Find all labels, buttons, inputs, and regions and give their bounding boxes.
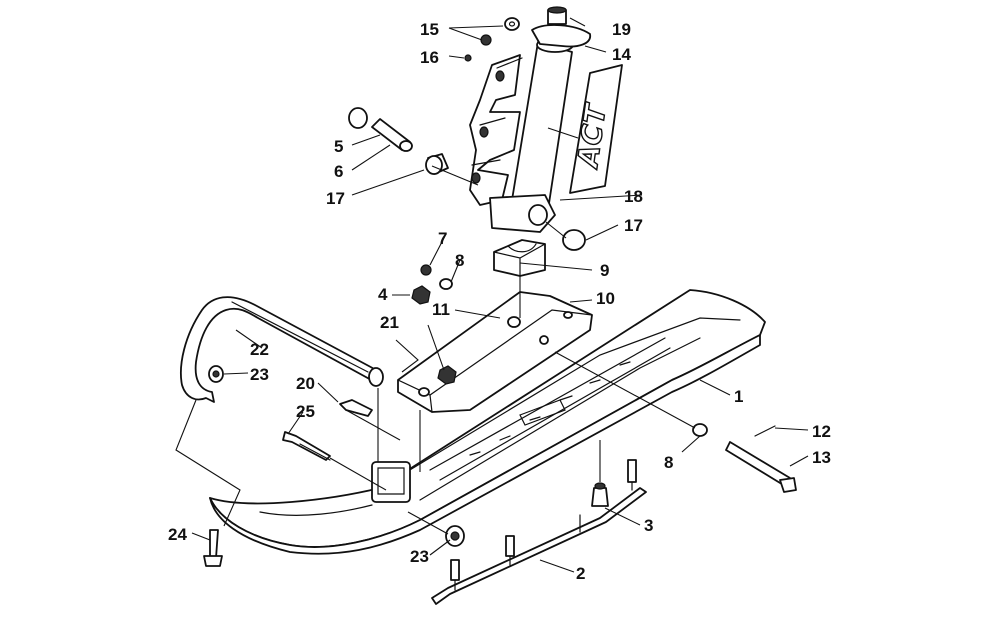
callout-20: 20 — [296, 374, 315, 393]
damper-block — [493, 239, 546, 277]
callout-7: 7 — [438, 229, 447, 248]
callout-18: 18 — [624, 187, 643, 206]
decal: ACT — [569, 64, 623, 194]
callout-12: 12 — [812, 422, 831, 441]
callout-5: 5 — [334, 137, 343, 156]
callouts: 15 16 19 14 5 6 17 18 17 7 8 9 4 11 10 2… — [168, 20, 831, 583]
wear-bar — [431, 459, 647, 605]
callout-6: 6 — [334, 162, 343, 181]
callout-13: 13 — [812, 448, 831, 467]
ski-loop-handle — [180, 296, 384, 403]
spindle-assembly — [469, 24, 591, 233]
callout-23-lower: 23 — [410, 547, 429, 566]
callout-15: 15 — [420, 20, 439, 39]
callout-17-upper: 17 — [326, 189, 345, 208]
callout-8-upper: 8 — [455, 251, 464, 270]
callout-8-lower: 8 — [664, 453, 673, 472]
callout-21: 21 — [380, 313, 399, 332]
callout-9: 9 — [600, 261, 609, 280]
callout-17-right: 17 — [624, 216, 643, 235]
callout-19: 19 — [612, 20, 631, 39]
callout-4: 4 — [378, 285, 388, 304]
callout-1: 1 — [734, 387, 743, 406]
callout-11: 11 — [432, 300, 450, 319]
callout-10: 10 — [596, 289, 615, 308]
hardware — [203, 6, 797, 567]
callout-16: 16 — [420, 48, 439, 67]
callout-23-upper: 23 — [250, 365, 269, 384]
callout-24: 24 — [168, 525, 187, 544]
callout-22: 22 — [250, 340, 269, 359]
callout-25: 25 — [296, 402, 315, 421]
leader-lines — [175, 17, 809, 573]
callout-2: 2 — [576, 564, 585, 583]
callout-14: 14 — [612, 45, 631, 64]
callout-3: 3 — [644, 516, 653, 535]
